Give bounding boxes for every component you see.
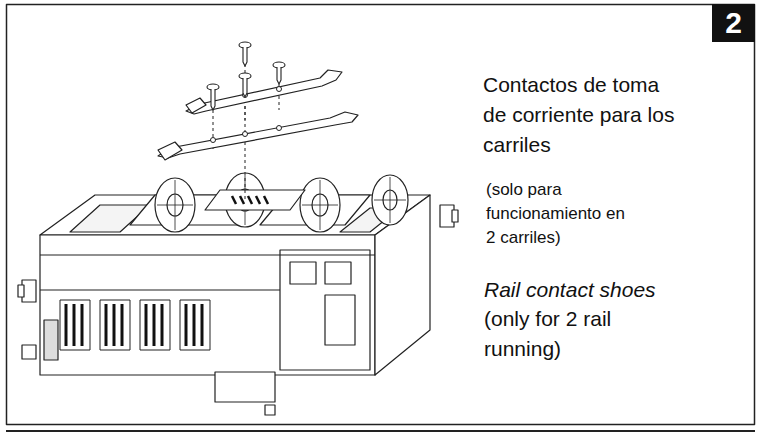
callout-number-box: 2	[712, 4, 755, 42]
usage-note: (only for 2 rail running)	[484, 304, 684, 364]
part-label: Contactos de toma de corriente para los …	[483, 70, 688, 159]
usage-note: (solo para funcionamiento en 2 carriles)	[486, 178, 631, 250]
part-label: Rail contact shoes	[484, 275, 699, 305]
callout-number: 2	[725, 8, 742, 38]
